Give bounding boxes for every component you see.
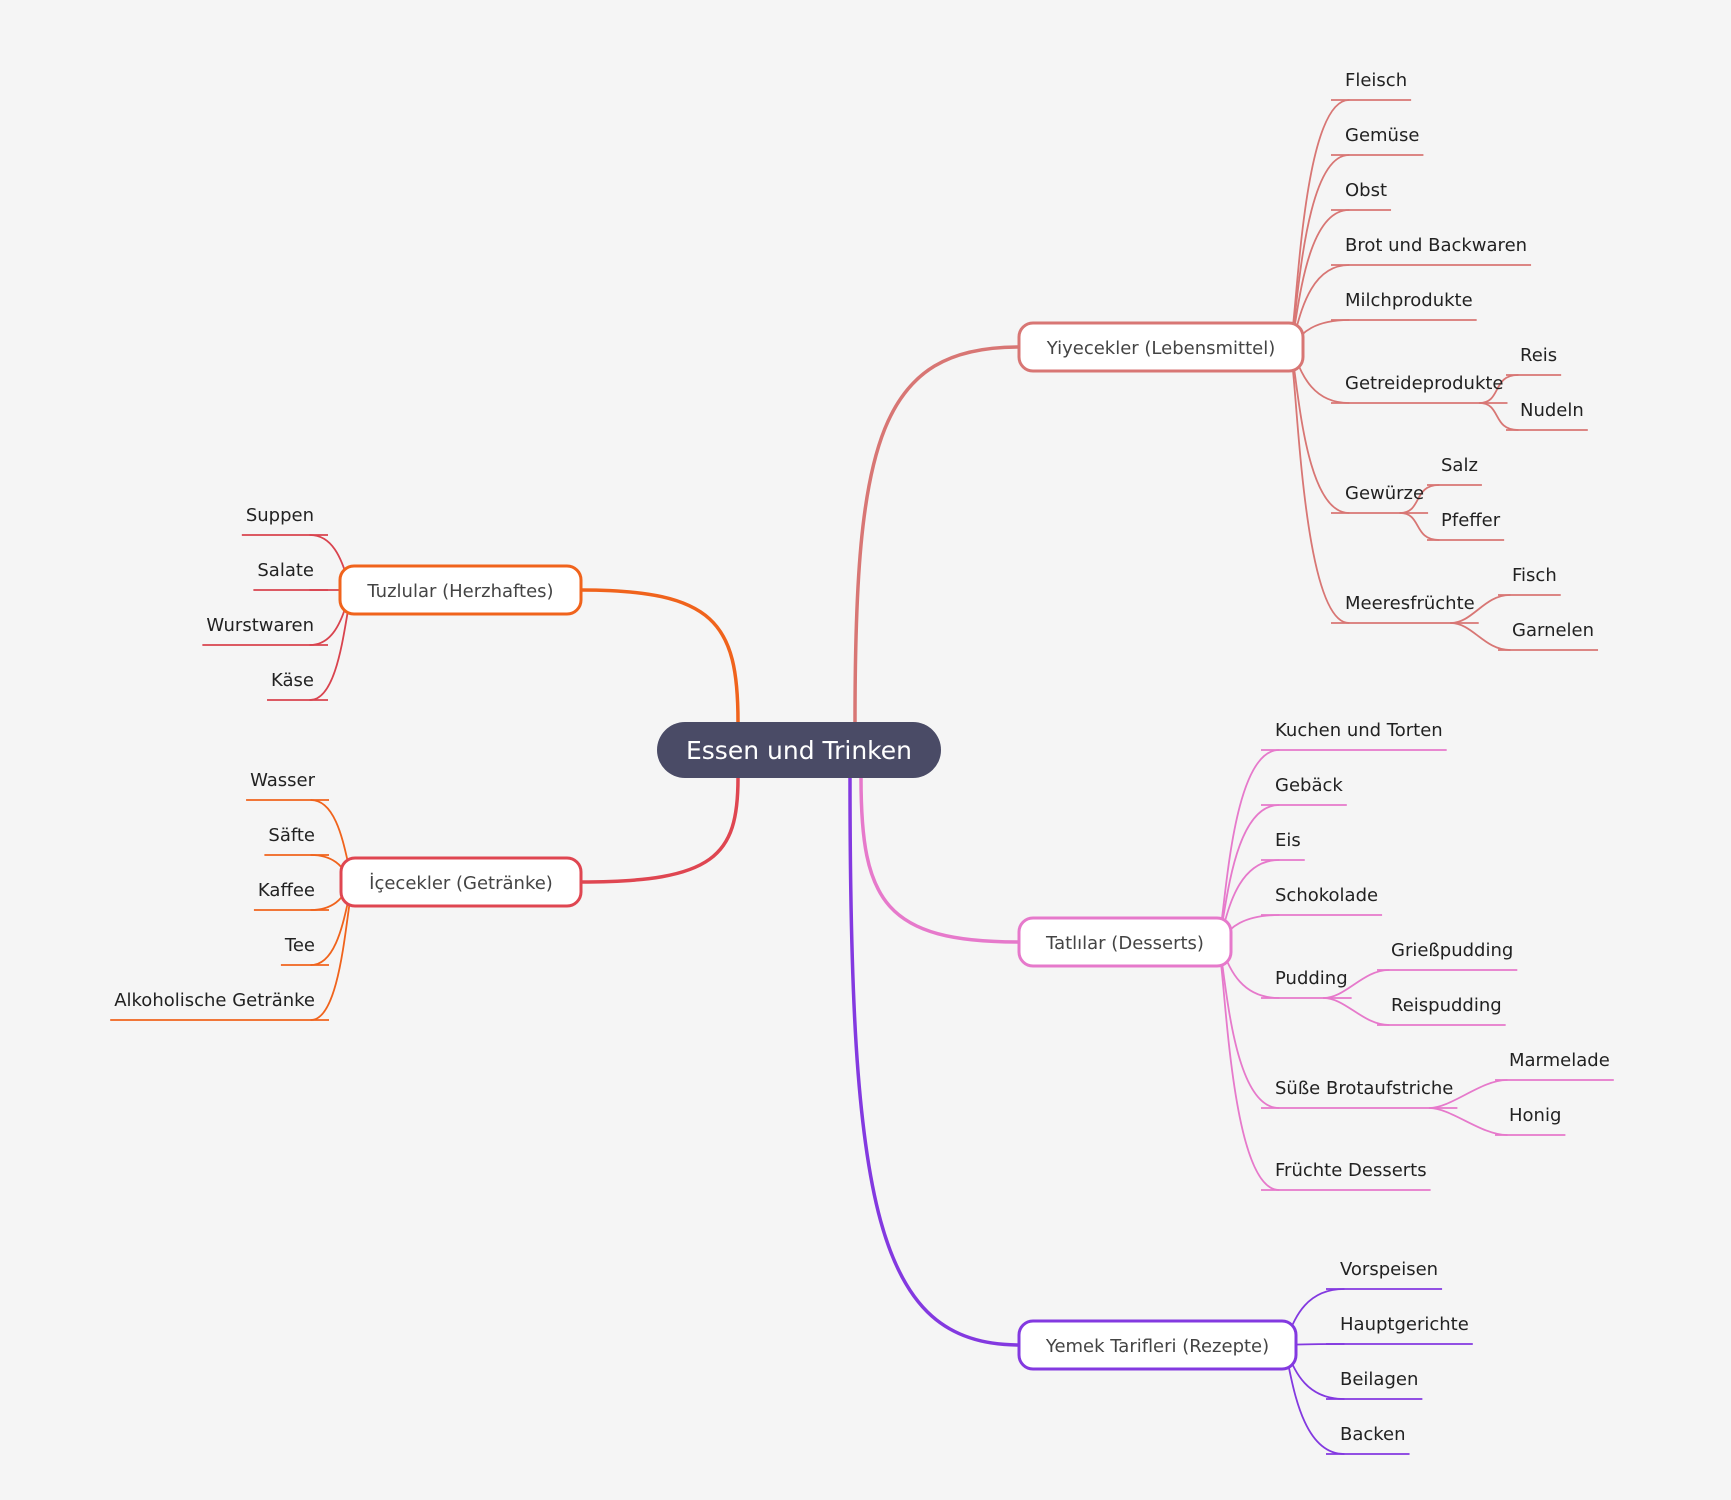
node-griesspudding[interactable]: Grießpudding [1391, 940, 1513, 961]
node-susse-brotaufstriche[interactable]: Süße Brotaufstriche [1275, 1078, 1453, 1099]
trunk-connector [848, 776, 1021, 1347]
node-alkoholische-getranke[interactable]: Alkoholische Getränke [114, 990, 315, 1011]
node-gemuse[interactable]: Gemüse [1345, 125, 1419, 146]
node-kase[interactable]: Käse [271, 670, 314, 691]
branch-herzhaftes-connectors [309, 534, 740, 724]
node-garnelen[interactable]: Garnelen [1512, 620, 1594, 641]
branch-lebensmittel-connectors [853, 99, 1519, 724]
branch-desserts: Tatlılar (Desserts) [1017, 916, 1233, 968]
branch-herzhaftes: Tuzlular (Herzhaftes) [338, 564, 583, 616]
node-safte[interactable]: Säfte [268, 825, 315, 846]
node-brot-und-backwaren[interactable]: Brot und Backwaren [1345, 235, 1527, 256]
trunk-connector [579, 776, 740, 884]
node-marmelade[interactable]: Marmelade [1509, 1050, 1610, 1071]
node-tee[interactable]: Tee [284, 935, 315, 956]
node-getreideprodukte[interactable]: Getreideprodukte [1345, 373, 1504, 394]
root-node[interactable]: Essen und Trinken [657, 722, 941, 778]
node-schokolade[interactable]: Schokolade [1275, 885, 1378, 906]
node-fruchte-desserts[interactable]: Früchte Desserts [1275, 1160, 1427, 1181]
node-honig[interactable]: Honig [1509, 1105, 1561, 1126]
node-obst[interactable]: Obst [1345, 180, 1387, 201]
branch-node-box [338, 564, 583, 616]
node-salz[interactable]: Salz [1441, 455, 1478, 476]
node-fleisch[interactable]: Fleisch [1345, 70, 1407, 91]
root-node-box [657, 722, 941, 778]
node-nudeln[interactable]: Nudeln [1520, 400, 1584, 421]
node-wasser[interactable]: Wasser [250, 770, 316, 791]
node-hauptgerichte[interactable]: Hauptgerichte [1340, 1314, 1469, 1335]
branch-node-herzhaftes[interactable]: Tuzlular (Herzhaftes) [366, 581, 553, 602]
node-pudding[interactable]: Pudding [1275, 968, 1348, 989]
branch-getraenke: İçecekler (Getränke) [339, 856, 583, 908]
node-pfeffer[interactable]: Pfeffer [1441, 510, 1501, 531]
branch-node-desserts[interactable]: Tatlılar (Desserts) [1045, 933, 1204, 954]
branch-node-box [1017, 1319, 1298, 1371]
branch-node-box [339, 856, 583, 908]
branch-node-lebensmittel[interactable]: Yiyecekler (Lebensmittel) [1046, 338, 1276, 359]
node-reis[interactable]: Reis [1520, 345, 1557, 366]
node-kaffee[interactable]: Kaffee [258, 880, 315, 901]
mind-map-nodes: Yiyecekler (Lebensmittel) FleischGemüseOb… [110, 70, 1614, 1455]
branch-node-box [1017, 916, 1233, 968]
branch-lebensmittel: Yiyecekler (Lebensmittel) [1017, 321, 1305, 373]
trunk-connector [853, 345, 1021, 724]
node-backen[interactable]: Backen [1340, 1424, 1406, 1445]
trunk-connector [579, 588, 740, 724]
node-suppen[interactable]: Suppen [246, 505, 314, 526]
node-meeresfruchte[interactable]: Meeresfrüchte [1345, 593, 1475, 614]
node-milchprodukte[interactable]: Milchprodukte [1345, 290, 1473, 311]
node-reispudding[interactable]: Reispudding [1391, 995, 1502, 1016]
branch-node-box [1017, 321, 1305, 373]
node-fisch[interactable]: Fisch [1512, 565, 1557, 586]
node-kuchen-und-torten[interactable]: Kuchen und Torten [1275, 720, 1443, 741]
node-wurstwaren[interactable]: Wurstwaren [206, 615, 314, 636]
node-gewurze[interactable]: Gewürze [1345, 483, 1424, 504]
node-vorspeisen[interactable]: Vorspeisen [1340, 1259, 1438, 1280]
branch-node-rezepte[interactable]: Yemek Tarifleri (Rezepte) [1045, 1336, 1269, 1357]
node-geback[interactable]: Gebäck [1275, 775, 1343, 796]
root-node-label: Essen und Trinken [686, 736, 912, 765]
node-eis[interactable]: Eis [1275, 830, 1301, 851]
node-beilagen[interactable]: Beilagen [1340, 1369, 1418, 1390]
trunk-connector [859, 776, 1021, 944]
branch-node-getraenke[interactable]: İçecekler (Getränke) [369, 873, 553, 894]
branch-rezepte: Yemek Tarifleri (Rezepte) [1017, 1319, 1298, 1371]
node-salate[interactable]: Salate [257, 560, 314, 581]
